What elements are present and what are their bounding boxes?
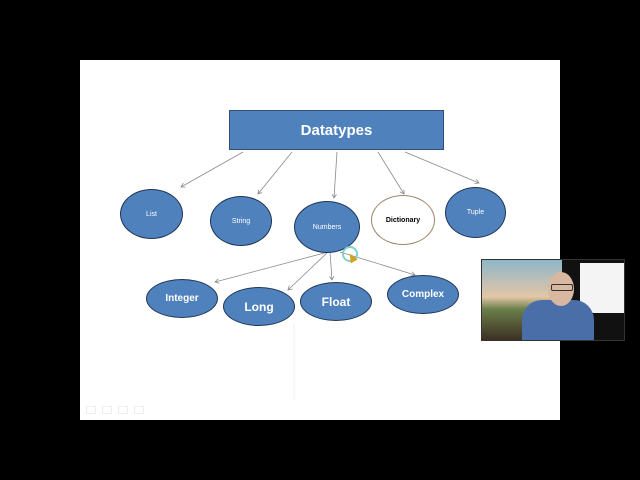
node-label: List bbox=[146, 210, 157, 218]
next-icon[interactable] bbox=[134, 406, 144, 414]
presenter-webcam-overlay bbox=[481, 259, 625, 341]
node-label: Complex bbox=[401, 289, 445, 300]
presenter-shirt bbox=[522, 300, 594, 340]
node-label: Integer bbox=[165, 293, 199, 304]
node-string: String bbox=[210, 196, 272, 246]
node-long: Long bbox=[223, 287, 295, 326]
previous-icon[interactable] bbox=[86, 406, 96, 414]
node-tuple: Tuple bbox=[445, 187, 506, 238]
node-integer: Integer bbox=[146, 279, 218, 318]
presentation-slide: Datatypes List String Numbers Dictionary… bbox=[80, 60, 560, 420]
node-dictionary: Dictionary bbox=[371, 195, 435, 245]
slideshow-toolbar bbox=[86, 406, 144, 414]
node-label: String bbox=[231, 217, 251, 225]
title-text: Datatypes bbox=[300, 121, 373, 139]
datatypes-title-box: Datatypes bbox=[229, 110, 444, 150]
node-label: Float bbox=[321, 294, 351, 309]
pen-icon[interactable] bbox=[102, 406, 112, 414]
node-label: Dictionary bbox=[385, 216, 421, 224]
menu-icon[interactable] bbox=[118, 406, 128, 414]
node-list: List bbox=[120, 189, 183, 239]
node-label: Tuple bbox=[466, 209, 485, 216]
connector-arrows bbox=[80, 151, 560, 400]
node-label: Long bbox=[244, 299, 274, 314]
presenter-glasses bbox=[551, 284, 573, 291]
cursor-highlight-ring bbox=[342, 246, 358, 262]
node-float: Float bbox=[300, 282, 372, 321]
presenter-head bbox=[548, 272, 574, 306]
node-complex: Complex bbox=[387, 275, 459, 314]
node-numbers: Numbers bbox=[294, 201, 360, 253]
node-label: Numbers bbox=[312, 223, 342, 231]
